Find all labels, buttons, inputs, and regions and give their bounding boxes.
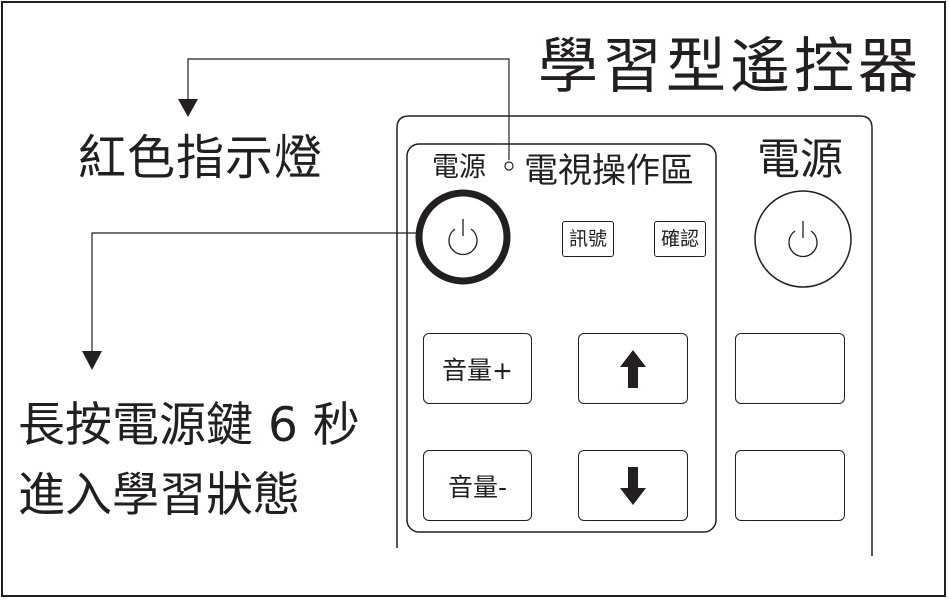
learn-slot-button-1[interactable] xyxy=(735,333,845,404)
right-power-label: 電源 xyxy=(757,135,843,185)
tv-power-button xyxy=(415,189,511,285)
tv-zone-outline xyxy=(406,143,717,533)
tv-power-label: 電源 xyxy=(432,152,486,183)
arrow-down-icon xyxy=(620,466,646,505)
channel-down-button[interactable] xyxy=(578,450,688,521)
learn-slot-button-2[interactable] xyxy=(735,450,845,521)
info-button[interactable]: 訊號 xyxy=(562,221,614,257)
volume-down-label: 音量- xyxy=(447,472,508,502)
arrow-up-icon xyxy=(620,349,646,388)
volume-down-button[interactable]: 音量- xyxy=(423,450,532,521)
instruction-line-1: 長按電源鍵 6 秒 xyxy=(18,398,360,453)
tv-zone-label: 電視操作區 xyxy=(524,151,694,191)
right-power-button xyxy=(754,190,852,288)
power-leader-arrowhead xyxy=(82,351,102,370)
confirm-button[interactable]: 確認 xyxy=(654,221,706,257)
led-leader-line xyxy=(187,58,510,160)
power-icon xyxy=(448,219,478,256)
volume-up-label: 音量+ xyxy=(442,355,513,385)
instruction-line-2: 進入學習狀態 xyxy=(18,468,300,523)
led-indicator xyxy=(504,161,514,171)
led-leader-arrowhead xyxy=(178,99,198,117)
remote-body-outline xyxy=(396,115,873,556)
power-icon xyxy=(788,221,818,258)
volume-up-button[interactable]: 音量+ xyxy=(423,333,532,404)
led-callout-label: 紅色指示燈 xyxy=(78,130,324,186)
power-leader-line xyxy=(91,232,463,352)
page-title: 學習型遙控器 xyxy=(538,32,922,102)
channel-up-button[interactable] xyxy=(578,333,688,404)
